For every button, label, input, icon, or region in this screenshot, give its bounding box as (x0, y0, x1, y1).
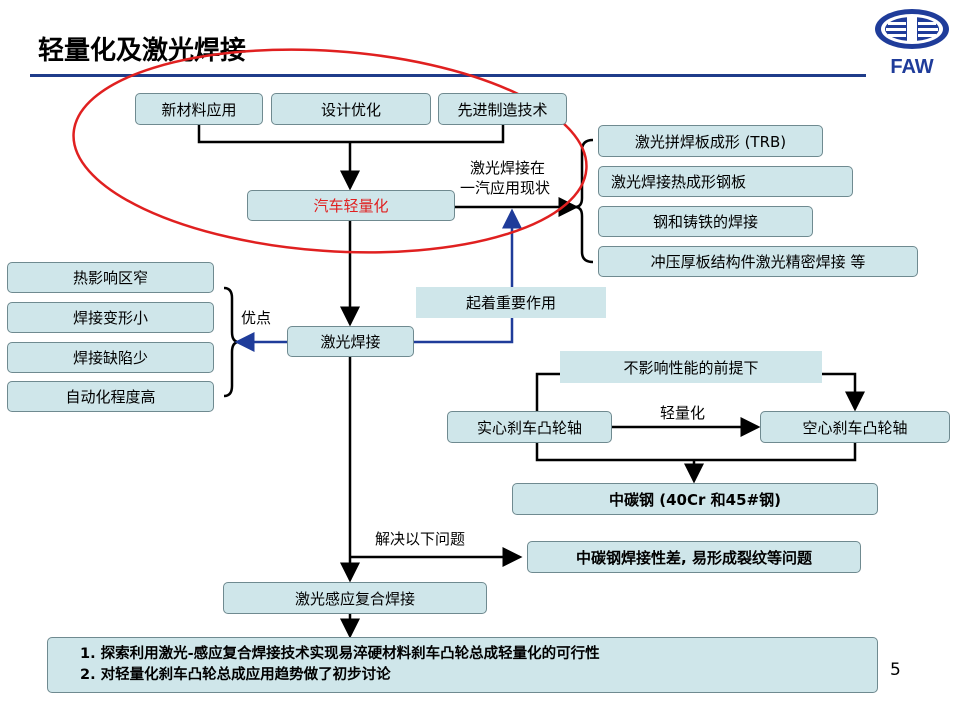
app-hot-forming: 激光焊接热成形钢板 (598, 166, 853, 197)
advantage-item: 焊接变形小 (7, 302, 214, 333)
logo-text: FAW (890, 56, 934, 78)
status-label-line2: 一汽应用现状 (460, 179, 551, 197)
box-hollow-shaft: 空心刹车凸轮轴 (760, 411, 950, 443)
app-thick-plate: 冲压厚板结构件激光精密焊接 等 (598, 246, 918, 277)
page-number: 5 (890, 660, 901, 680)
box-laser-welding: 激光焊接 (287, 326, 414, 357)
box-premise: 不影响性能的前提下 (560, 351, 822, 383)
advantage-item: 热影响区窄 (7, 262, 214, 293)
lightweight-label: 轻量化 (660, 404, 706, 422)
solve-label: 解决以下问题 (375, 530, 466, 548)
box-hybrid-welding: 激光感应复合焊接 (223, 582, 487, 614)
advantages-label: 优点 (241, 309, 272, 327)
box-problem: 中碳钢焊接性差, 易形成裂纹等问题 (527, 541, 861, 573)
box-new-materials: 新材料应用 (135, 93, 263, 125)
box-advanced-manufacturing: 先进制造技术 (438, 93, 567, 125)
title-underline (30, 74, 866, 77)
highlight-ellipse (72, 48, 588, 254)
page-title: 轻量化及激光焊接 (38, 36, 247, 66)
box-vehicle-lightweight: 汽车轻量化 (247, 190, 455, 221)
box-design-optimization: 设计优化 (271, 93, 431, 125)
advantage-item: 焊接缺陷少 (7, 342, 214, 373)
status-label-line1: 激光焊接在 (470, 159, 546, 177)
conclusion-2: 2. 对轻量化刹车凸轮总成应用趋势做了初步讨论 (80, 667, 391, 683)
app-trb: 激光拼焊板成形 (TRB) (598, 125, 823, 157)
advantage-item: 自动化程度高 (7, 381, 214, 412)
app-steel-cast-iron: 钢和铸铁的焊接 (598, 206, 813, 237)
conclusion-1: 1. 探索利用激光-感应复合焊接技术实现易淬硬材料刹车凸轮总成轻量化的可行性 (80, 646, 600, 662)
faw-logo: FAW (872, 6, 952, 78)
box-medium-carbon: 中碳钢 (40Cr 和45#钢) (512, 483, 878, 515)
conclusion-box: 1. 探索利用激光-感应复合焊接技术实现易淬硬材料刹车凸轮总成轻量化的可行性 2… (47, 637, 878, 693)
box-solid-shaft: 实心刹车凸轮轴 (447, 411, 612, 443)
box-important-role: 起着重要作用 (416, 287, 606, 318)
